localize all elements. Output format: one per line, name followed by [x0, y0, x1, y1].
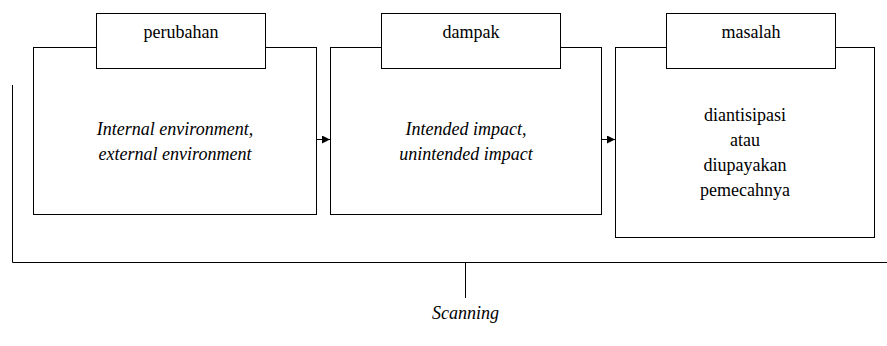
process-box: dampakIntended impact, unintended impact [330, 47, 602, 215]
box-body: diantisipasi atau diupayakan pemecahnya [689, 103, 801, 203]
flow-arrow [317, 139, 330, 140]
heading-tab: perubahan [96, 13, 266, 69]
process-box: masalahdiantisipasi atau diupayakan peme… [615, 47, 875, 238]
box-body: Intended impact, unintended impact [371, 117, 561, 167]
bracket-tick [465, 263, 466, 299]
scanning-label: Scanning [432, 303, 499, 324]
box-heading: dampak [443, 21, 500, 43]
box-body: Internal environment, external environme… [70, 117, 280, 167]
box-heading: perubahan [144, 21, 219, 43]
flow-arrow [602, 139, 615, 140]
heading-tab: dampak [381, 13, 561, 69]
process-box: perubahanInternal environment, external … [33, 47, 317, 215]
heading-tab: masalah [666, 13, 836, 69]
box-heading: masalah [722, 21, 781, 43]
